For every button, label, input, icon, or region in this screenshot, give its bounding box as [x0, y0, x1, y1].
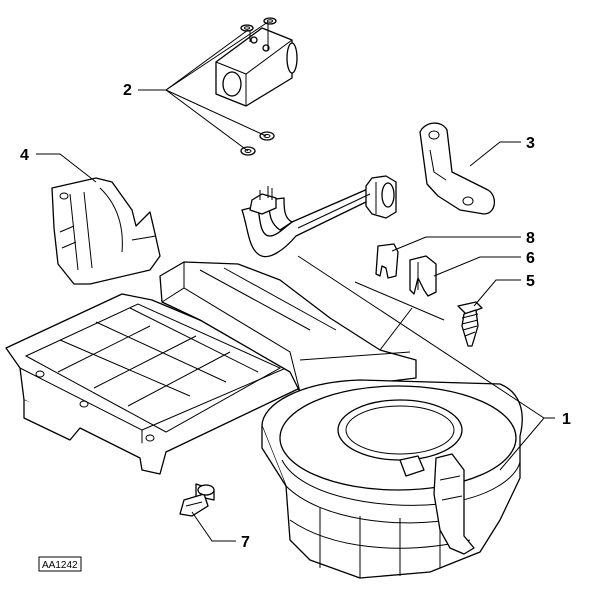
heater-housing: [5, 261, 523, 579]
reference-code: AA1242: [42, 560, 78, 571]
callout-7: 7: [241, 534, 250, 551]
flap-housing: [51, 177, 161, 285]
callout-8: 8: [526, 230, 535, 247]
callout-1: 1: [562, 411, 571, 428]
callout-4: 4: [20, 147, 29, 164]
callout-labels: 2 3 4 8 6 5 1 7: [20, 82, 571, 551]
callout-2: 2: [123, 82, 132, 99]
expansion-valve: [215, 18, 298, 107]
screw: [457, 301, 483, 347]
connector-pin: [179, 483, 215, 517]
clip-6: [409, 255, 437, 297]
callout-3: 3: [526, 135, 535, 152]
refrigerant-pipe: [241, 175, 397, 258]
leader-lines: [36, 21, 555, 542]
clip-8: [375, 243, 399, 279]
bracket: [419, 122, 495, 215]
callout-6: 6: [526, 250, 535, 267]
callout-5: 5: [526, 273, 535, 290]
reference-code-box: AA1242: [38, 556, 82, 572]
